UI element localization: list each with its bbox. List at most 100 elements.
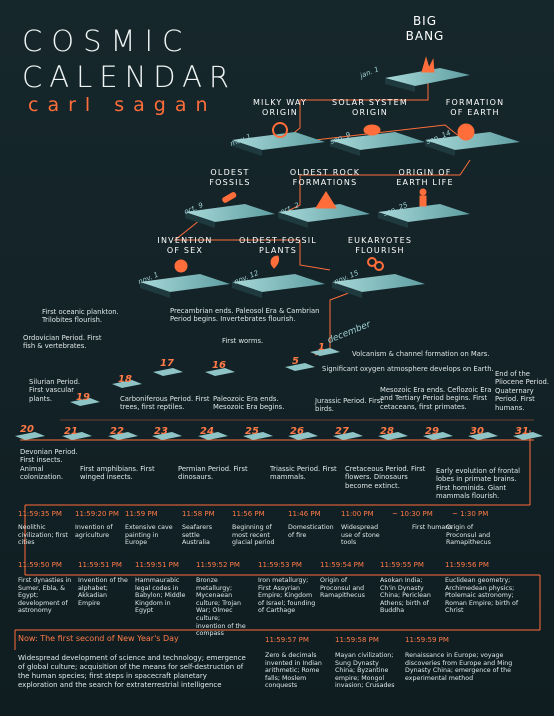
time2-3: 11:59:52 PM xyxy=(196,561,240,569)
explosion-icon xyxy=(421,56,435,73)
event-d17: Precambrian ends. Paleosol Era & Cambria… xyxy=(170,307,320,324)
time3-1: 11:59:58 PM xyxy=(335,636,379,644)
day-20: 20 xyxy=(20,424,34,435)
time2-7: 11:59:56 PM xyxy=(445,561,489,569)
event-d21: Devonian Period. First insects. Animal c… xyxy=(20,448,78,482)
label-oldest-fossils: OLDEST FOSSILS xyxy=(209,168,251,187)
day-25: 25 xyxy=(245,426,259,437)
label-invention-sex: INVENTION OF SEX xyxy=(157,236,213,255)
day-23: 23 xyxy=(154,426,168,437)
label-formation-earth: FORMATION OF EARTH xyxy=(445,98,505,117)
time2-1: 11:59:51 PM xyxy=(78,561,122,569)
day-27: 27 xyxy=(335,426,349,437)
time2-0: 11:59:50 PM xyxy=(18,561,62,569)
event-d26: Triassic Period. First mammals. xyxy=(270,465,337,482)
label-solar-system: SOLAR SYSTEM ORIGIN xyxy=(332,98,408,117)
time1-8-desc: Origin of Proconsul and Ramapithecus xyxy=(446,524,491,547)
time1-6-desc: Widespread use of stone tools xyxy=(341,524,380,547)
event-d28: Cretaceous Period. First flowers. Dinosa… xyxy=(345,465,426,490)
day-17: 17 xyxy=(160,358,174,369)
spiral-galaxy-icon xyxy=(272,122,288,138)
day-28: 28 xyxy=(380,426,394,437)
label-eukaryotes: EUKARYOTES FLOURISH xyxy=(347,236,413,255)
day-5: 5 xyxy=(292,356,299,367)
time1-8: ~ 1:30 PM xyxy=(452,510,489,518)
time1-6: 11:00 PM xyxy=(341,510,374,518)
time1-2-desc: Extensive cave painting in Europe xyxy=(125,524,173,547)
time1-5-desc: Domestication of fire xyxy=(288,524,334,539)
bone-icon xyxy=(222,192,237,203)
day-30: 30 xyxy=(470,426,484,437)
day-18: 18 xyxy=(118,374,132,385)
time1-3-desc: Seafarers settle Australia xyxy=(182,524,212,547)
event-d27: Jurassic Period. First birds. xyxy=(315,397,383,414)
event-d25: Paleozoic Era ends. Mesozoic Era begins. xyxy=(213,395,285,412)
person-body-icon xyxy=(419,195,427,207)
event-d18: First oceanic plankton. Trilobites flour… xyxy=(42,308,119,325)
event-d29: Mesozoic Era ends. Ceflozoic Era and Ter… xyxy=(380,386,492,411)
day-16: 16 xyxy=(212,360,226,371)
planet-icon xyxy=(363,124,381,136)
time1-1: 11:59:20 PM xyxy=(75,510,119,518)
rock-icon xyxy=(315,191,337,209)
time1-5: 11:46 PM xyxy=(288,510,321,518)
event-d23: Carboniferous Period. First trees, first… xyxy=(120,395,210,412)
time3-1-desc: Mayan civilization; Sung Dynasty China; … xyxy=(335,652,395,690)
leaf-icon xyxy=(270,255,279,269)
day-19: 19 xyxy=(76,392,90,403)
day-22: 22 xyxy=(110,426,124,437)
time1-0-desc: Neolithic civilization; first cities xyxy=(18,524,68,547)
event-d1: Volcanism & channel formation on Mars. xyxy=(352,350,490,358)
time1-0: 11:59:35 PM xyxy=(18,510,62,518)
time2-5: 11:59:54 PM xyxy=(320,561,364,569)
time1-2: 11:59 PM xyxy=(125,510,158,518)
now-title: Now: The first second of New Year's Day xyxy=(18,634,179,643)
label-origin-life: ORIGIN OF EARTH LIFE xyxy=(396,168,454,187)
time1-3: 11:58 PM xyxy=(182,510,215,518)
earth-icon xyxy=(457,123,475,141)
day-29: 29 xyxy=(425,426,439,437)
title-calendar: CALENDAR xyxy=(22,60,237,94)
event-d22: First amphibians. First winged insects. xyxy=(80,465,155,482)
time3-2-desc: Renaissance in Europe; voyage discoverie… xyxy=(405,652,513,682)
day-31: 31 xyxy=(515,426,529,437)
day-26: 26 xyxy=(290,426,304,437)
title-author: carl sagan xyxy=(28,94,217,116)
day-1: 1 xyxy=(318,342,325,353)
time1-7-desc: First humans xyxy=(412,524,453,531)
time3-0-desc: Zero & decimals invented in Indian arith… xyxy=(265,652,322,690)
label-oldest-rock: OLDEST ROCK FORMATIONS xyxy=(289,168,361,187)
now-text: Widespread development of science and te… xyxy=(18,654,246,689)
time2-3-desc: Bronze metallurgy; Mycenaean culture; Tr… xyxy=(196,577,246,638)
time2-6: 11:59:55 PM xyxy=(380,561,424,569)
event-d5: Significant oxygen atmosphere develops o… xyxy=(322,365,494,373)
time2-5-desc: Origin of Proconsul and Ramapithecus xyxy=(320,577,365,600)
time2-2-desc: Hammaurabic legal codes in Babylon; Midd… xyxy=(135,577,186,615)
time1-1-desc: Invention of agriculture xyxy=(75,524,113,539)
event-d16: First worms. xyxy=(222,337,264,345)
event-d31: End of the Pliocene Period. Quaternary P… xyxy=(495,370,549,412)
cell-icon xyxy=(174,259,188,273)
time2-1-desc: Invention of the alphabet; Akkadian Empi… xyxy=(78,577,128,607)
time3-0: 11:59:57 PM xyxy=(265,636,309,644)
time2-0-desc: First dynasties in Sumer, Ebla, & Egypt;… xyxy=(18,577,72,615)
event-d24: Permian Period. First dinosaurs. xyxy=(178,465,248,482)
time3-2: 11:59:59 PM xyxy=(405,636,449,644)
time1-4: 11:56 PM xyxy=(232,510,265,518)
person-icon xyxy=(419,188,427,196)
time2-4: 11:59:53 PM xyxy=(258,561,302,569)
label-milky-way: MILKY WAY ORIGIN xyxy=(252,98,308,117)
label-oldest-plants: OLDEST FOSSIL PLANTS xyxy=(239,236,317,255)
day-21: 21 xyxy=(64,426,78,437)
event-d19: Ordovician Period. First fish & vertebra… xyxy=(23,334,102,351)
time2-7-desc: Euclidean geometry; Archimedean physics;… xyxy=(445,577,519,615)
title-cosmic: COSMIC xyxy=(22,24,192,58)
day-24: 24 xyxy=(200,426,214,437)
time2-2: 11:59:51 PM xyxy=(135,561,179,569)
event-d20: Silurian Period. First vascular plants. xyxy=(29,378,81,403)
label-big-bang: BIG BANG xyxy=(405,14,445,43)
time1-4-desc: Beginning of most recent glacial period xyxy=(232,524,275,547)
event-d30: Early evolution of frontal lobes in prim… xyxy=(436,467,520,501)
